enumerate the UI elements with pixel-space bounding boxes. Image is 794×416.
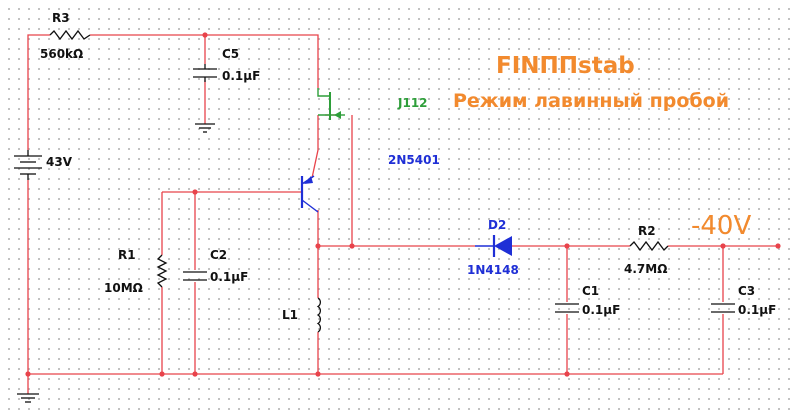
transistor-collector — [301, 199, 319, 213]
capacitor-c5[interactable]: C5 0.1µF — [193, 47, 260, 83]
r1-ref: R1 — [118, 248, 136, 262]
junction-dot — [202, 32, 208, 38]
r1-value: 10MΩ — [104, 281, 143, 295]
wire-battery-to-r3 — [27, 34, 50, 150]
transistor-emitter-arrow — [304, 176, 313, 184]
ground-c5 — [195, 123, 215, 133]
wires — [27, 34, 778, 394]
battery-v1[interactable]: 43V — [14, 150, 73, 180]
jfet-channel — [317, 88, 331, 116]
c1-value: 0.1µF — [582, 303, 620, 317]
junction-dot — [192, 189, 198, 195]
c2-value: 0.1µF — [210, 270, 248, 284]
ground-main — [17, 393, 39, 403]
j1-ref: J112 — [397, 96, 428, 110]
jfet-gate-arrow — [334, 111, 341, 119]
wire-bottom-rail — [27, 180, 723, 375]
l1-ref: L1 — [282, 308, 298, 322]
junction-dot — [720, 243, 726, 249]
junction-dot — [159, 371, 165, 377]
d2-ref: D2 — [488, 218, 506, 232]
diode-d2[interactable]: D2 1N4148 — [467, 218, 519, 277]
capacitor-c3[interactable]: C3 0.1µF — [711, 284, 776, 317]
wire-jfet-to-emitter — [311, 115, 319, 179]
junction-dot — [315, 243, 321, 249]
resistor-symbol — [629, 240, 669, 252]
junction-dot — [349, 243, 355, 249]
c3-value: 0.1µF — [738, 303, 776, 317]
resistor-symbol — [156, 254, 168, 288]
resistor-r3[interactable]: R3 560kΩ — [40, 11, 91, 61]
output-voltage-label: -40V — [691, 211, 751, 241]
jfet-j1[interactable]: J112 — [317, 88, 428, 120]
capacitor-c2[interactable]: C2 0.1µF — [183, 248, 248, 284]
junction-dot — [775, 243, 781, 249]
wire-jfet-gate-to-diode — [351, 115, 475, 247]
resistor-symbol — [49, 29, 91, 41]
junction-dot — [564, 243, 570, 249]
capacitor-c1[interactable]: C1 0.1µF — [555, 284, 620, 317]
junction-dot — [564, 371, 570, 377]
junction-dot — [25, 371, 31, 377]
junction-dot — [315, 371, 321, 377]
junction-dot — [192, 371, 198, 377]
v1-value: 43V — [46, 155, 73, 169]
q1-ref: 2N5401 — [388, 153, 440, 167]
junctions — [25, 32, 781, 377]
diagram-subtitle: Режим лавинный пробой — [453, 90, 729, 112]
r2-value: 4.7MΩ — [624, 262, 667, 276]
diode-triangle — [494, 236, 512, 256]
resistor-r1[interactable]: R1 10MΩ — [104, 248, 168, 295]
inductor-l1[interactable]: L1 — [282, 297, 322, 333]
resistor-r2[interactable]: R2 4.7MΩ — [624, 224, 669, 276]
r2-ref: R2 — [638, 224, 656, 238]
diagram-title: FINППstab — [496, 53, 635, 79]
c3-ref: C3 — [738, 284, 755, 298]
c2-ref: C2 — [210, 248, 227, 262]
r3-value: 560kΩ — [40, 47, 83, 61]
c5-value: 0.1µF — [222, 69, 260, 83]
transistor-q1[interactable]: 2N5401 — [300, 153, 440, 213]
wire-top-rail — [90, 34, 319, 88]
c1-ref: C1 — [582, 284, 599, 298]
r3-ref: R3 — [52, 11, 70, 25]
d2-value: 1N4148 — [467, 263, 519, 277]
c5-ref: C5 — [222, 47, 239, 61]
inductor-symbol — [316, 297, 322, 333]
